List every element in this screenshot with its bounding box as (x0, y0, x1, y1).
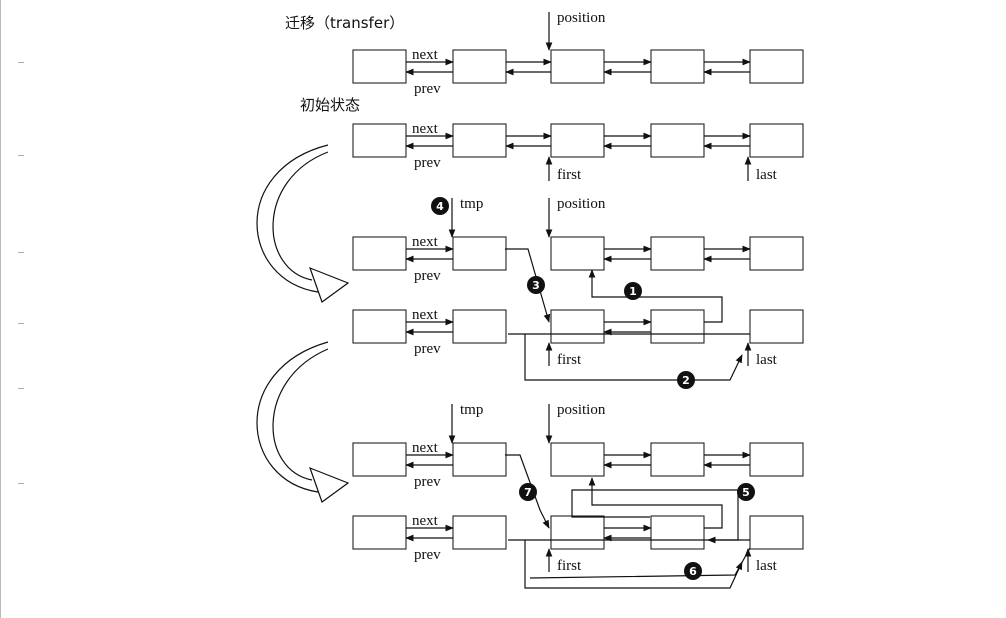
tmp-pointer-label: tmp (460, 402, 483, 418)
step-badge (677, 371, 695, 389)
diagram-title: 迁移（transfer） (285, 14, 404, 32)
step-6-route (508, 539, 750, 589)
relink-routes (505, 248, 751, 589)
step-badge-number: 2 (682, 374, 690, 387)
list-node (749, 236, 804, 271)
list-node (550, 442, 605, 477)
margin-mark (18, 155, 24, 156)
curved-arrow-1 (256, 144, 329, 293)
list-node (452, 309, 507, 344)
margin-mark (18, 483, 24, 484)
list-node (650, 309, 705, 344)
list-node (749, 515, 804, 550)
step-7-route (505, 454, 550, 529)
position-pointer-label: position (557, 196, 606, 212)
list-node (452, 49, 507, 84)
step-badge (519, 483, 537, 501)
position-pointer-label: position (557, 10, 606, 26)
step-badge-number: 4 (436, 200, 444, 213)
step-badge (431, 197, 449, 215)
next-label: next (412, 47, 439, 63)
list-node (749, 309, 804, 344)
next-label: next (412, 121, 439, 137)
prev-label: prev (414, 547, 441, 563)
margin-mark (18, 62, 24, 63)
list-node (352, 123, 407, 158)
list-node (352, 442, 407, 477)
margin-mark (18, 323, 24, 324)
next-label: next (412, 513, 439, 529)
list-node (352, 236, 407, 271)
step-badge (737, 483, 755, 501)
first-pointer-label: first (557, 167, 582, 183)
list-node (650, 442, 705, 477)
step-3-route (505, 248, 551, 323)
list-node (452, 123, 507, 158)
tmp-pointer-label: tmp (460, 196, 483, 212)
position-pointer-label: position (557, 402, 606, 418)
list-node (650, 236, 705, 271)
list-node (749, 442, 804, 477)
list-node (452, 515, 507, 550)
step-2-route (508, 333, 750, 381)
prev-label: prev (414, 341, 441, 357)
margin-mark (18, 252, 24, 253)
initial-state-label: 初始状态 (300, 96, 360, 114)
curved-arrow-1-head (308, 266, 350, 303)
list-nodes (352, 49, 804, 550)
step-1-route (588, 269, 723, 323)
curved-arrow-2 (256, 341, 329, 493)
first-pointer-label: first (557, 352, 582, 368)
list-node (650, 515, 705, 550)
last-pointer-label: last (756, 558, 778, 574)
step-badge (527, 276, 545, 294)
pointer-labels: next prev position next prev first last next pre… (412, 10, 778, 574)
prev-label: prev (414, 155, 441, 171)
next-label: next (412, 234, 439, 250)
list-node (352, 309, 407, 344)
curved-arrow-1-inner (272, 151, 329, 281)
step-badge-number: 6 (689, 565, 697, 578)
next-label: next (412, 307, 439, 323)
list-node (550, 309, 605, 344)
list-node (452, 236, 507, 271)
list-node (749, 123, 804, 158)
step-6-return (529, 547, 751, 579)
list-node (650, 123, 705, 158)
step-badge (624, 282, 642, 300)
next-label: next (412, 440, 439, 456)
last-pointer-label: last (756, 352, 778, 368)
last-pointer-label: last (756, 167, 778, 183)
curved-arrow-2-head (308, 466, 350, 503)
list-node (550, 49, 605, 84)
step-badge-number: 1 (629, 285, 637, 298)
margin-mark (18, 388, 24, 389)
curved-arrow-2-inner (272, 348, 329, 481)
step-5-route (588, 477, 723, 529)
page-border (0, 0, 1, 618)
list-node (352, 49, 407, 84)
prev-label: prev (414, 474, 441, 490)
prev-label: prev (414, 81, 441, 97)
first-pointer-label: first (557, 558, 582, 574)
step-badge-number: 5 (742, 486, 750, 499)
list-node (352, 515, 407, 550)
list-node (749, 49, 804, 84)
prev-label: prev (414, 268, 441, 284)
node-links (405, 58, 751, 542)
list-node (550, 515, 605, 550)
step-badge-number: 3 (532, 279, 540, 292)
list-node (650, 49, 705, 84)
list-node (550, 123, 605, 158)
step-badge-number: 7 (524, 486, 532, 499)
step-badge (684, 562, 702, 580)
list-node (550, 236, 605, 271)
list-node (452, 442, 507, 477)
step-badges: 1 2 3 4 5 6 7 (431, 197, 755, 580)
